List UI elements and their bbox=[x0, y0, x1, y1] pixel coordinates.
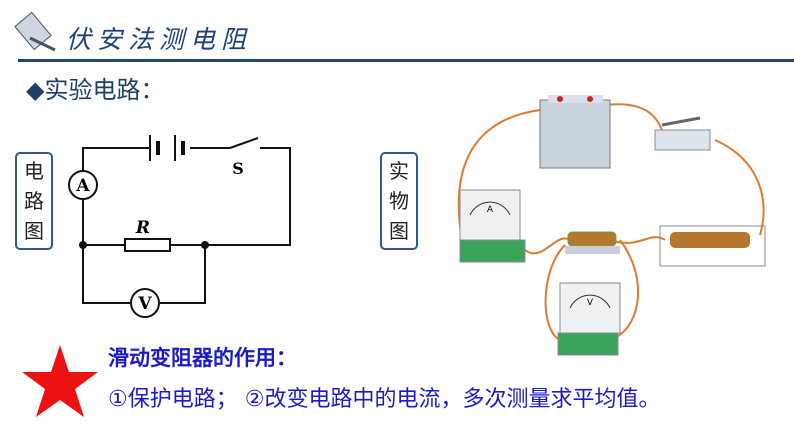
section-heading: ◆实验电路： bbox=[26, 76, 165, 104]
ammeter-label: A bbox=[75, 176, 90, 196]
voltmeter-apparatus: V bbox=[557, 282, 621, 356]
note-text: ①保护电路； ②改变电路中的电流，多次测量求平均值。 bbox=[108, 387, 661, 412]
resistor-label: R bbox=[135, 218, 150, 238]
apparatus-voltmeter-label: V bbox=[587, 298, 594, 308]
star-icon bbox=[22, 345, 98, 417]
logo-icon bbox=[14, 11, 56, 52]
apparatus-ammeter-label: A bbox=[487, 205, 494, 215]
battery-box bbox=[539, 95, 611, 169]
circuit-diagram-label: 电路图 bbox=[15, 152, 53, 250]
switch-label: S bbox=[232, 159, 244, 178]
rheostat-apparatus bbox=[659, 225, 766, 267]
switch-apparatus bbox=[654, 116, 711, 151]
note-heading: 滑动变阻器的作用： bbox=[108, 346, 297, 370]
voltmeter-label: V bbox=[137, 294, 152, 314]
resistor-apparatus bbox=[565, 231, 620, 254]
physical-apparatus: A V bbox=[457, 95, 766, 356]
ammeter-apparatus: A bbox=[459, 189, 526, 263]
circuit-diagram bbox=[68, 135, 291, 318]
physical-diagram-label: 实物图 bbox=[380, 152, 418, 250]
title-divider bbox=[18, 59, 794, 62]
page-title: 伏安法测电阻 bbox=[66, 25, 253, 54]
